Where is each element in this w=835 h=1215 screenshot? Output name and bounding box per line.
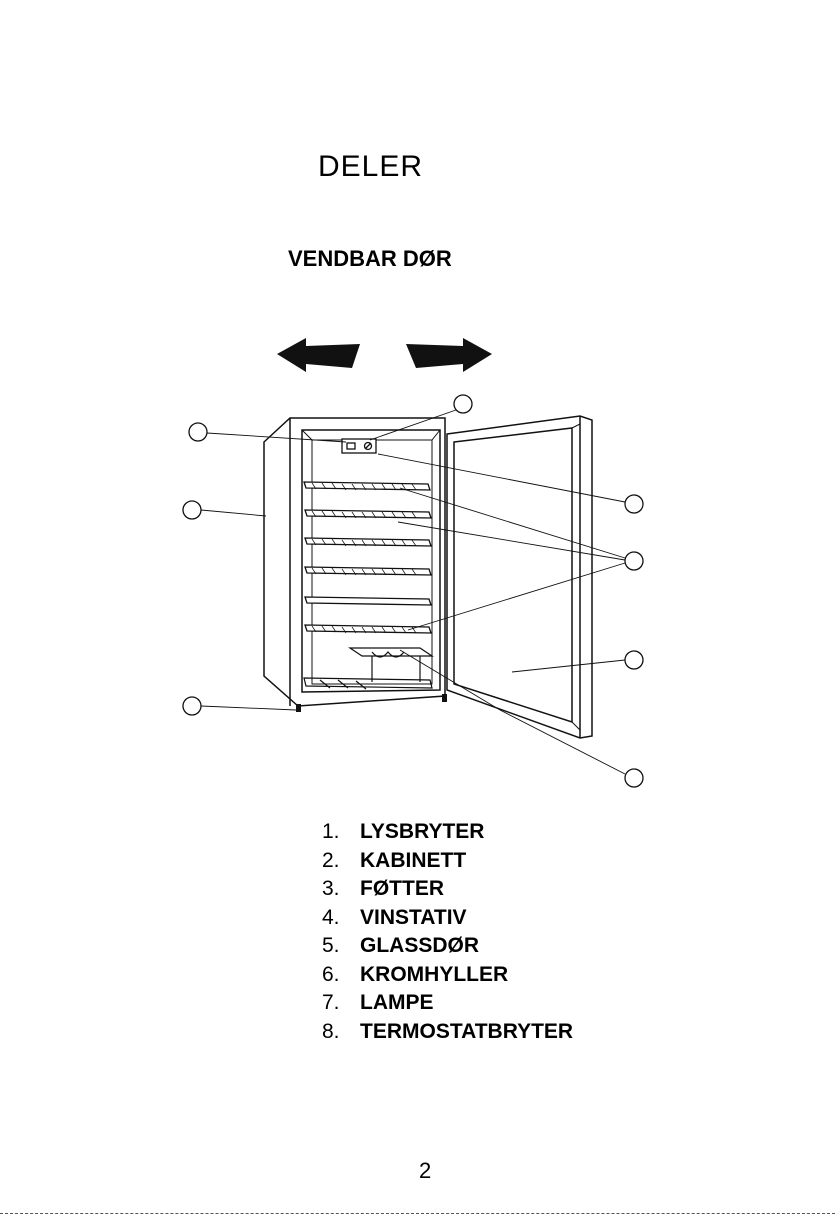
part-number: 1. [322, 818, 360, 847]
part-number: 8. [322, 1018, 360, 1047]
part-number: 7. [322, 989, 360, 1018]
list-item: 5.GLASSDØR [322, 932, 573, 961]
part-label: VINSTATIV [360, 904, 467, 933]
control-box [342, 439, 376, 453]
page-number: 2 [419, 1158, 431, 1184]
part-label: KABINETT [360, 847, 466, 876]
list-item: 1.LYSBRYTER [322, 818, 573, 847]
part-number: 4. [322, 904, 360, 933]
arrow-right-icon [406, 338, 492, 372]
part-label: LYSBRYTER [360, 818, 484, 847]
bottom-divider [0, 1213, 835, 1214]
part-label: TERMOSTATBRYTER [360, 1018, 573, 1047]
list-item: 4.VINSTATIV [322, 904, 573, 933]
list-item: 2.KABINETT [322, 847, 573, 876]
page-title: DELER [318, 150, 423, 184]
reversible-door-heading: VENDBAR DØR [288, 246, 452, 272]
list-item: 6.KROMHYLLER [322, 961, 573, 990]
cabinet [264, 418, 445, 706]
part-number: 6. [322, 961, 360, 990]
part-label: FØTTER [360, 875, 444, 904]
part-label: LAMPE [360, 989, 434, 1018]
wine-cooler-diagram [0, 320, 835, 800]
arrow-left-icon [277, 338, 360, 372]
list-item: 7.LAMPE [322, 989, 573, 1018]
part-label: GLASSDØR [360, 932, 479, 961]
parts-list: 1.LYSBRYTER 2.KABINETT 3.FØTTER 4.VINSTA… [322, 818, 573, 1046]
part-number: 2. [322, 847, 360, 876]
part-number: 5. [322, 932, 360, 961]
part-number: 3. [322, 875, 360, 904]
part-label: KROMHYLLER [360, 961, 508, 990]
list-item: 8.TERMOSTATBRYTER [322, 1018, 573, 1047]
glass-door [447, 416, 592, 738]
list-item: 3.FØTTER [322, 875, 573, 904]
